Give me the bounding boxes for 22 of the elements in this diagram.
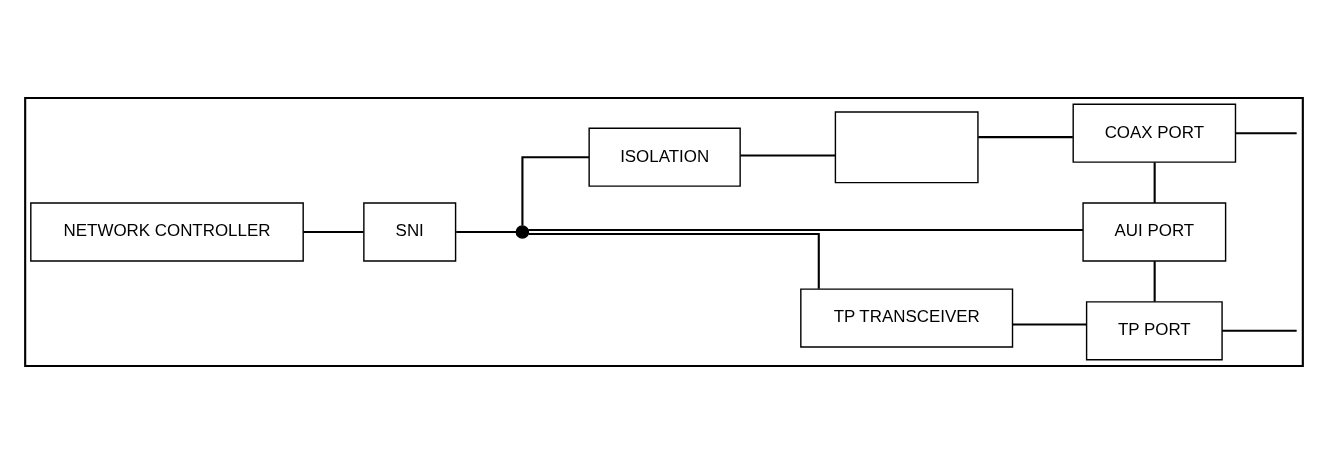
connector [1012,323,1087,326]
node-box: TP PORT [1085,301,1223,361]
connector [303,230,364,234]
connector [528,228,1083,232]
node-box: AUI PORT [1082,202,1227,262]
node-box: COAX PORT [1072,103,1237,163]
connector [1153,162,1156,203]
connector [1222,329,1297,332]
connector [1235,132,1297,135]
connector [456,230,517,234]
connector [1153,261,1156,302]
connector [528,232,820,289]
connector [521,156,589,226]
node-box: NETWORK CONTROLLER [30,202,304,262]
node-box [834,111,979,184]
connector [978,136,1073,139]
node-box: SNI [363,202,457,262]
node-box: TP TRANSCEIVER [800,288,1014,348]
node-box: ISOLATION [588,127,741,187]
connector [740,154,836,157]
node-circle [515,225,530,239]
cluster [24,96,1304,368]
